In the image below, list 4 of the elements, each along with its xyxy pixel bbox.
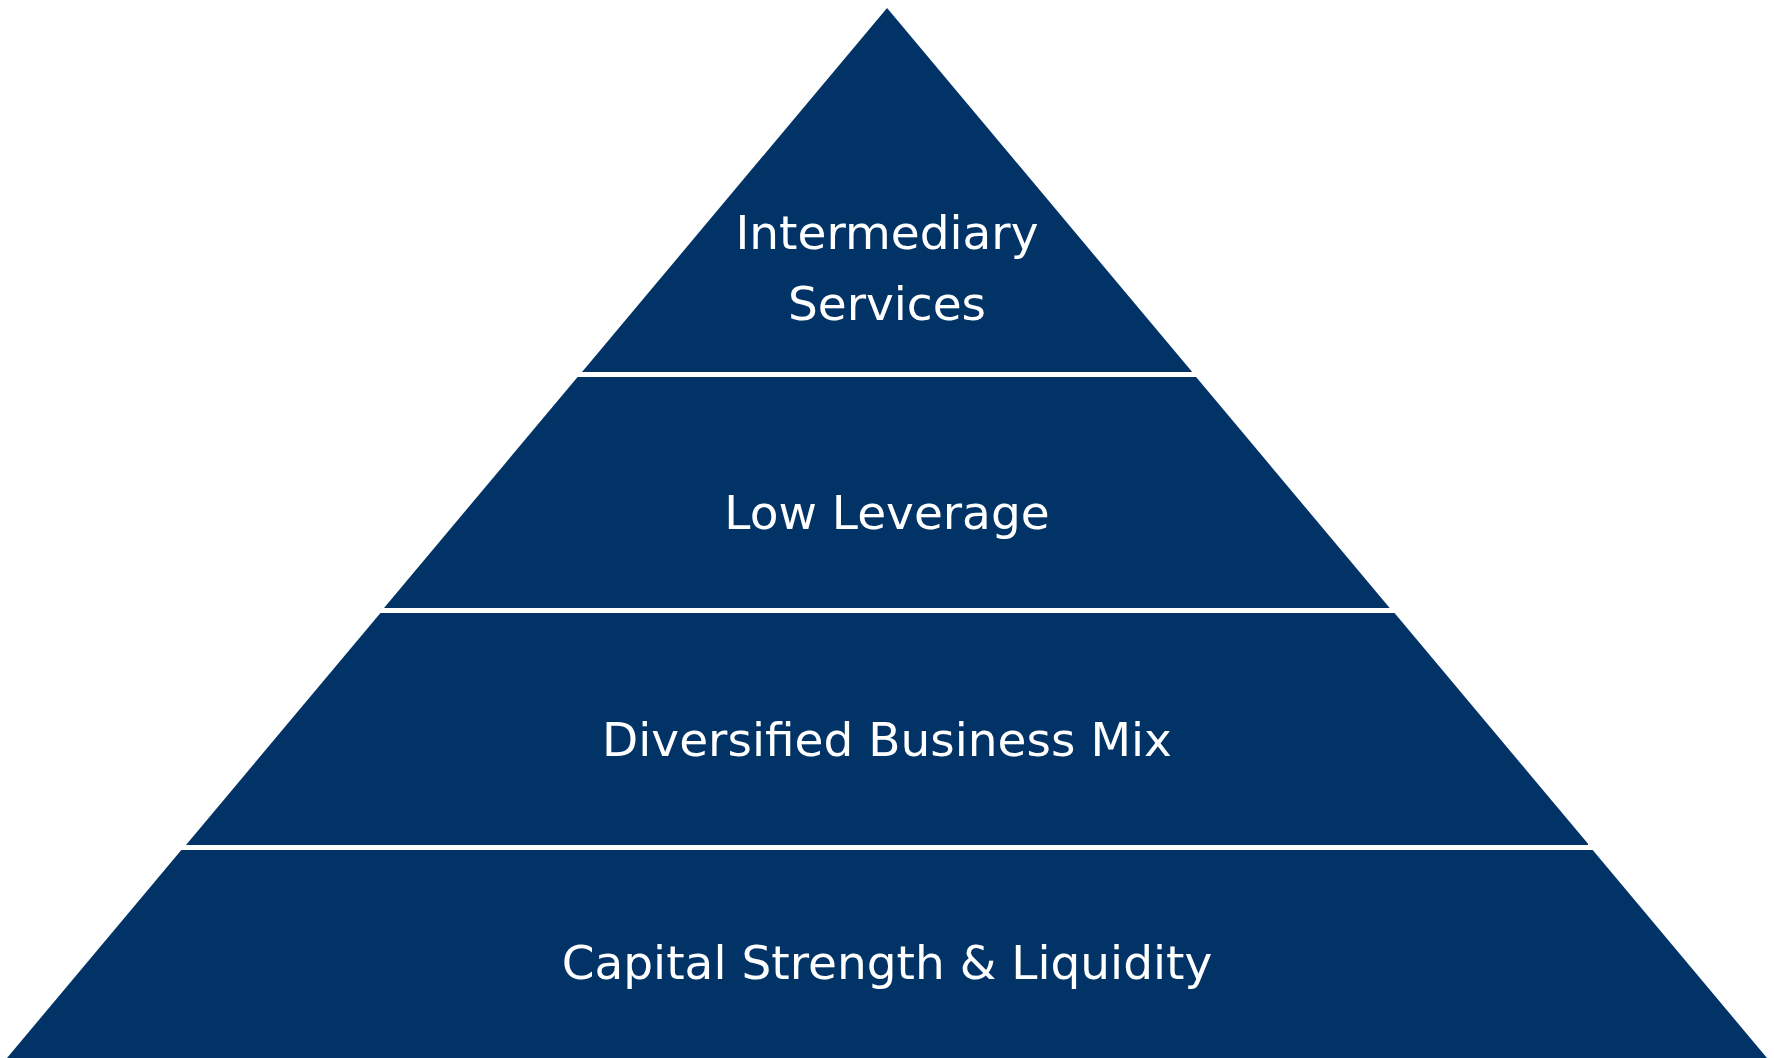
tier-label: Diversified Business Mix [601, 710, 1173, 769]
tier-label: Capital Strength & Liquidity [560, 933, 1214, 992]
tier-label: Low Leverage [723, 483, 1051, 542]
tier-label: Intermediary Services [734, 203, 1040, 332]
